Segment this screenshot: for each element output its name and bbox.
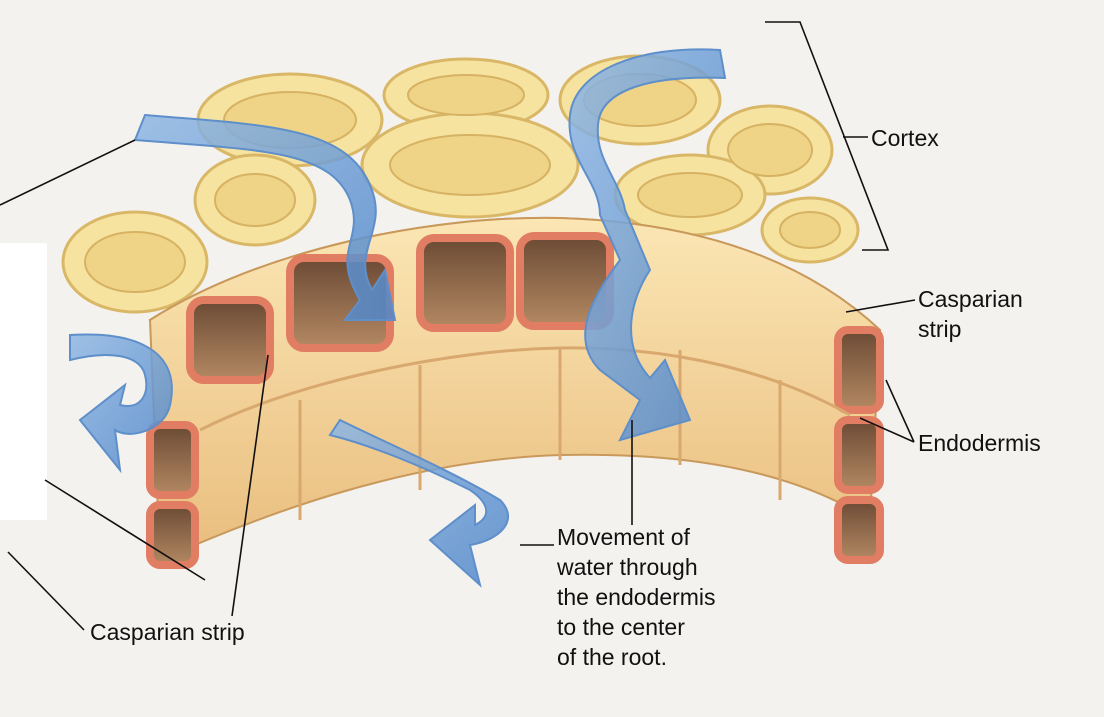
cut-cell [838,500,880,560]
label-cortex: Cortex [871,123,939,153]
cut-cell [420,238,510,328]
cut-cell [838,420,880,490]
cut-cell [150,505,195,565]
casparian-right-leader [846,300,915,312]
cut-cell [838,330,880,410]
label-movement-line: the endodermis [557,582,716,612]
label-casparian-strip-left: Casparian strip [90,617,245,647]
label-movement-line: Movement of [557,522,716,552]
cut-cell [190,300,270,380]
left-leader-bottom [8,552,84,630]
label-movement-line: of the root. [557,642,716,672]
label-endodermis: Endodermis [918,428,1041,458]
endodermis-leader-1 [886,380,914,442]
label-movement-line: to the center [557,612,716,642]
label-casparian-strip-right-line2: strip [918,314,1023,344]
label-movement-line: water through [557,552,716,582]
endodermis-front-face [150,218,880,560]
label-casparian-strip-right: Casparian strip [918,284,1023,344]
label-casparian-strip-right-line1: Casparian [918,284,1023,314]
label-water-movement: Movement of water through the endodermis… [557,522,716,672]
left-leader-top [0,140,135,205]
cut-cell [150,425,195,495]
